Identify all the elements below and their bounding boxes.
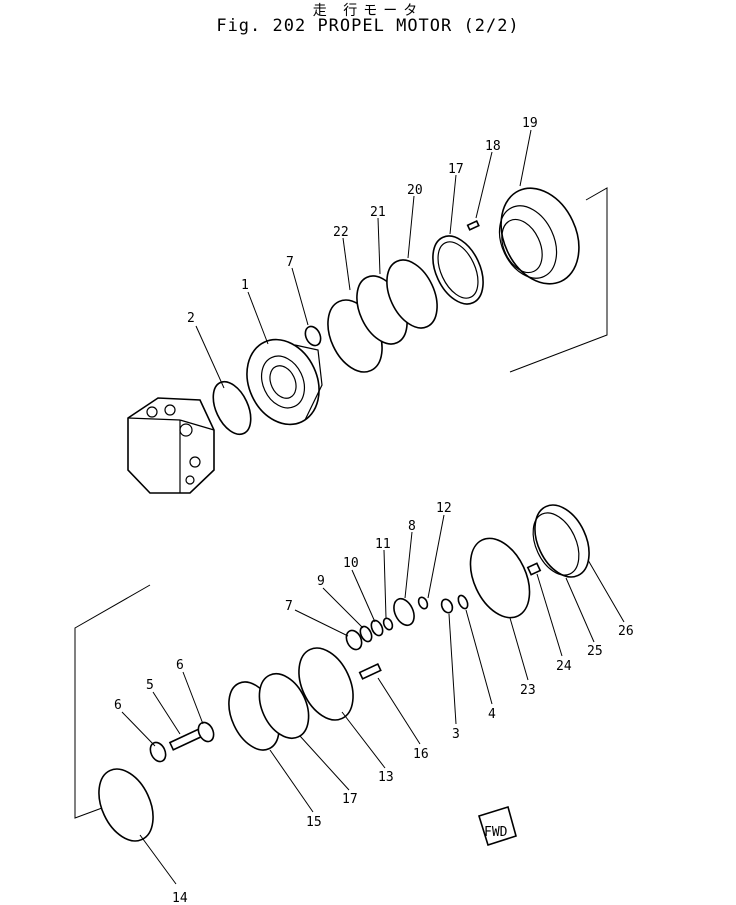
callout-15: 15 <box>306 815 322 830</box>
callout-14: 14 <box>172 891 188 905</box>
part-17-seal-lower <box>258 673 310 739</box>
part-7-bearing-upper <box>304 325 322 347</box>
callout-labels: 2 1 7 22 21 20 17 18 19 12 8 11 10 9 7 6… <box>114 116 634 905</box>
callout-3: 3 <box>452 727 460 742</box>
callout-11: 11 <box>375 537 391 552</box>
part-10-washer <box>370 619 384 637</box>
callout-24: 24 <box>556 659 572 674</box>
callout-26: 26 <box>618 624 634 639</box>
callout-7-lower: 7 <box>285 599 293 614</box>
part-4-ring <box>457 594 469 610</box>
callout-16: 16 <box>413 747 429 762</box>
callout-19: 19 <box>522 116 538 131</box>
part-17-seal-upper <box>432 235 484 305</box>
fwd-direction-marker: FWD <box>477 805 517 847</box>
part-24-plug <box>526 562 542 576</box>
callout-21: 21 <box>370 205 386 220</box>
part-9-washer <box>359 625 373 643</box>
lower-assembly-bracket <box>74 584 151 819</box>
motor-housing <box>127 397 215 494</box>
part-19-ring-gear <box>498 187 580 285</box>
callout-12: 12 <box>436 501 452 516</box>
callout-9: 9 <box>317 574 325 589</box>
callout-5: 5 <box>146 678 154 693</box>
part-23-cover <box>469 537 531 619</box>
callout-22: 22 <box>333 225 349 240</box>
callout-25: 25 <box>587 644 603 659</box>
part-3-nut <box>440 598 454 614</box>
callout-7-upper: 7 <box>286 255 294 270</box>
callout-4: 4 <box>488 707 496 722</box>
figure-title: Fig. 202 PROPEL MOTOR (2/2) <box>216 16 520 36</box>
part-18-pin <box>466 220 480 231</box>
part-12-snap-ring <box>417 596 429 610</box>
part-11-washer <box>382 617 394 631</box>
callout-17-upper: 17 <box>448 162 464 177</box>
callout-17-lower: 17 <box>342 792 358 807</box>
callout-2: 2 <box>187 311 195 326</box>
callout-23: 23 <box>520 683 536 698</box>
part-16-bolt <box>358 662 382 680</box>
part-7-bearing-lower <box>345 629 363 651</box>
callout-20: 20 <box>407 183 423 198</box>
part-6-bearing-left <box>149 741 167 763</box>
part-6-bearing-right <box>197 721 215 743</box>
callout-10: 10 <box>343 556 359 571</box>
callout-6-left: 6 <box>114 698 122 713</box>
part-2-o-ring <box>212 380 252 436</box>
leader-lines <box>121 129 625 885</box>
callout-8: 8 <box>408 519 416 534</box>
part-1-flange-hub <box>246 338 323 426</box>
part-25-26-seal-ring <box>532 504 590 578</box>
callout-18: 18 <box>485 139 501 154</box>
upper-assembly-bracket <box>509 187 608 373</box>
callout-1: 1 <box>241 278 249 293</box>
part-14-carrier-plate <box>98 768 154 842</box>
callout-6-right: 6 <box>176 658 184 673</box>
part-13-carrier <box>298 647 354 721</box>
part-20-ring <box>386 259 438 329</box>
callout-13: 13 <box>378 770 394 785</box>
part-8-sun-gear <box>393 597 415 627</box>
fwd-label: FWD <box>484 825 508 840</box>
title-japanese: 走 行モータ <box>312 3 424 19</box>
